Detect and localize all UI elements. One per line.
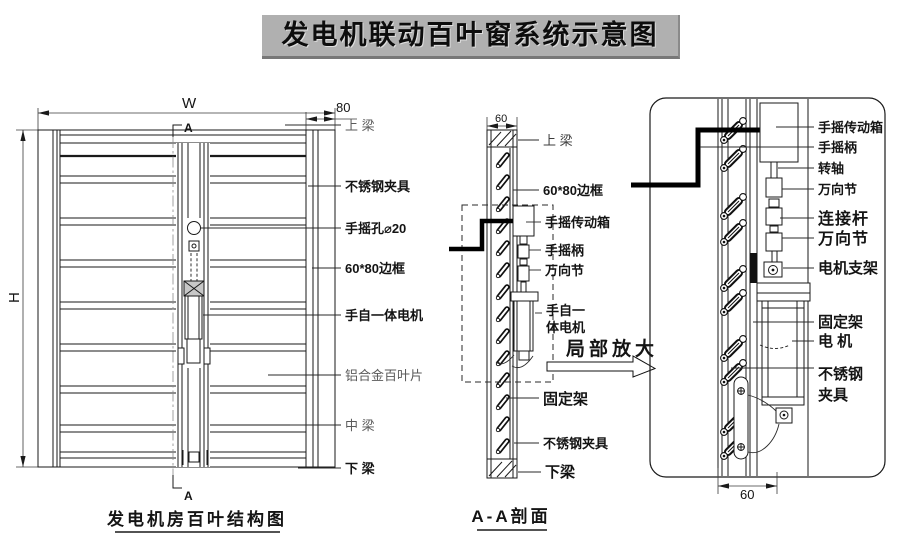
label-top-beam: 上 梁 (345, 118, 375, 133)
section-view-caption: A-A剖面 (471, 506, 550, 526)
label-bottom-beam: 下梁 (545, 463, 576, 481)
section-mechanism (449, 205, 539, 369)
label-frame-6080: 60*80边框 (543, 183, 603, 198)
label-motor-bracket: 电机支架 (818, 259, 878, 277)
dim-width: W (182, 95, 197, 112)
label-top-beam: 上 梁 (543, 133, 573, 148)
label-motor-line1: 手自一 (546, 303, 585, 318)
detail-mechanism (733, 102, 811, 460)
label-fixing-bracket: 固定架 (543, 390, 588, 408)
section-view: 60 (449, 113, 658, 531)
zoom-callout-text: 局部放大 (566, 337, 658, 360)
label-clamp: 不锈钢夹具 (543, 436, 608, 451)
section-marker-top: A (184, 121, 193, 135)
label-connecting-rod: 连接杆 (818, 209, 869, 228)
dim-height: H (6, 292, 23, 303)
front-mechanism (177, 218, 211, 465)
front-view-caption: 发电机房百叶结构图 (106, 509, 287, 529)
section-marker-bottom: A (184, 489, 193, 503)
label-fixing-bracket: 固定架 (818, 313, 863, 331)
label-crank-handle: 手摇柄 (818, 140, 857, 155)
section-dim-60: 60 (495, 113, 507, 125)
front-view-labels: 上 梁 不锈钢夹具 手摇孔⌀20 60*80边框 手自一体电机 铝合金百叶片 中… (201, 118, 423, 476)
front-view: W 80 H (6, 95, 423, 533)
label-shaft: 转轴 (818, 161, 844, 176)
label-clamp: 不锈钢夹具 (345, 179, 410, 194)
dim-frame-80: 80 (336, 100, 350, 115)
label-middle-beam: 中 梁 (345, 418, 375, 433)
detail-border (649, 97, 886, 478)
label-frame-6080: 60*80边框 (345, 261, 405, 276)
label-gearbox: 手摇传动箱 (818, 120, 883, 135)
label-gearbox: 手摇传动箱 (545, 215, 610, 230)
label-motor-unit: 手自一体电机 (345, 308, 423, 323)
detail-view-labels: 手摇传动箱 手摇柄 转轴 万向节 连接杆 万向节 电机支架 固定架 电 机 不锈… (700, 120, 883, 404)
label-louver-blade: 铝合金百叶片 (345, 368, 423, 383)
label-clamp-line1: 不锈钢 (818, 365, 863, 383)
label-universal-joint-2: 万向节 (817, 229, 869, 248)
zoom-arrow (546, 355, 657, 378)
label-crank-handle: 手摇柄 (545, 243, 584, 258)
section-view-labels: 上 梁 60*80边框 手摇传动箱 手摇柄 万向节 手自一 体电机 固定架 不锈… (506, 133, 610, 481)
label-universal-joint-1: 万向节 (817, 182, 857, 197)
label-universal-joint: 万向节 (544, 263, 584, 278)
label-motor-line2: 体电机 (546, 320, 585, 335)
label-motor: 电 机 (818, 332, 852, 350)
detail-dim-60: 60 (740, 487, 754, 502)
page-title: 发电机联动百叶窗系统示意图 (262, 15, 680, 59)
detail-view: 60 手摇传动箱 手摇柄 转轴 万向节 连接杆 万向节 电机支架 固定架 (631, 97, 886, 502)
label-crank-hole: 手摇孔⌀20 (345, 221, 406, 236)
label-bottom-beam: 下 梁 (345, 461, 376, 476)
label-clamp-line2: 夹具 (818, 386, 848, 404)
